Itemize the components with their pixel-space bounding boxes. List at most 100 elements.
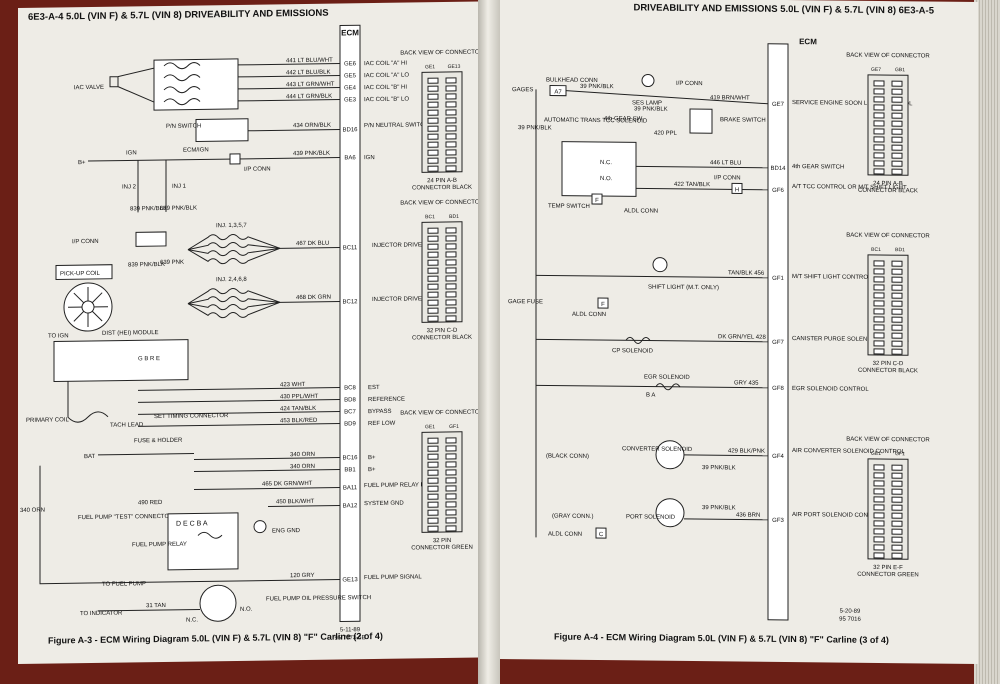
left-connectors-pin-l-1-1 [427,235,439,242]
inj-a-coils-coil-1 [187,242,281,251]
canister-pin: GF7 [772,340,784,346]
oil-switch-no: N.O. [240,607,253,613]
iac-pin-2: GE4 [344,85,357,91]
ses-wire2: 419 BRN/WHT [710,95,750,101]
iac-valve-body [153,58,239,111]
iac-wire-label-1: 442 LT BLU/BLK [286,70,330,77]
ses-wire1: 39 PNK/BLK [580,84,614,90]
port-pin: GF3 [772,518,784,524]
inj-b-coils-coil-0 [187,288,281,305]
iac-valve-symbol [109,67,155,103]
tcc-function: A/T TCC CONTROL OR M/T SHIFT LIGHT [792,184,907,191]
left-connectors-pin-l-0-8 [427,141,439,148]
right-connectors-pin-l-2-6 [873,512,885,519]
right-connectors-pin-r-0-9 [891,152,903,159]
left-connectors-pin-r-2-5 [445,477,457,484]
fuel-gnd-wire [268,505,340,508]
right-connectors-pin-r-1-8 [891,324,903,331]
gear-switch-wire [636,165,768,169]
right-connectors-pin-r-1-11 [891,348,903,355]
aldl-bottom-box [595,527,607,539]
tach-lead-label: TACH LEAD [110,422,144,428]
connector-name-line: CONNECTOR BLACK [858,188,918,195]
right-connectors-top-b-2: GF1 [895,451,905,457]
left-connectors-pin-l-2-7 [427,493,439,500]
ign-pin: BA6 [344,155,356,161]
right-connectors-pin-r-1-6 [891,308,903,315]
right-connectors-pin-r-2-0 [891,464,903,471]
converter-function: AIR CONVERTER SOLENOID CONTROL [792,448,906,455]
left-connectors-pin-l-2-10 [427,517,439,524]
pickup-coil-box [55,264,113,280]
left-connectors-pin-l-0-7 [427,133,439,140]
left-connectors-pin-r-0-10 [445,157,457,164]
port-function: AIR PORT SOLENOID CONTROL [792,512,884,519]
right-page: DRIVEABILITY AND EMISSIONS 5.0L (VIN F) … [488,0,978,665]
right-connectors-pin-l-0-4 [873,112,885,119]
tcc-pin: GF6 [772,188,784,194]
iac-function-1: IAC COIL "A" LO [364,73,409,80]
right-connectors-pin-r-2-5 [891,504,903,511]
fuel-signal-wire [88,579,340,584]
left-connectors-top-a-1: BC1 [425,214,435,220]
iac-wire-1 [238,75,340,78]
right-connectors-pin-r-2-11 [891,552,903,559]
ign-label: IGN [126,150,137,156]
hei-wire-label-1: 430 PPL/WHT [280,394,319,401]
gages-label: GAGES [512,87,533,93]
iac-pin-0: GE6 [344,61,357,67]
left-connectors-pin-r-1-2 [445,243,457,250]
ign-function: IGN [364,155,375,161]
power-wire-label-0: 340 ORN [290,452,315,458]
inj-a-coils-coil-3 [187,247,281,265]
tcc-ip-pin: H [735,187,739,193]
left-footer-date: 5-11-89 [340,627,361,633]
left-connectors-view-1: BACK VIEW OF CONNECTOR [400,199,484,206]
left-connectors-pin-r-0-7 [445,133,457,140]
left-connectors-pin-r-2-3 [445,461,457,468]
left-connectors-pin-l-2-3 [427,461,439,468]
left-connectors-pin-r-2-7 [445,493,457,500]
inj-a-coils-coil-0 [187,234,281,251]
iac-wire-label-2: 443 LT GRN/WHT [286,82,335,89]
to-ign-label: TO IGN [48,333,69,339]
left-connectors-pin-l-1-5 [427,267,439,274]
pn-switch-label: P/N SWITCH [166,123,201,129]
connector-name-line: 24 PIN A-B [427,178,457,184]
left-connectors-name-2: 32 PINCONNECTOR GREEN [411,538,473,552]
ign-ip-conn-box [229,153,241,165]
hei-wire-label-2: 424 TAN/BLK [280,406,316,413]
ses-ip-conn: I/P CONN [676,81,703,87]
left-connectors-pin-l-1-2 [427,243,439,250]
right-connectors-pin-r-1-9 [891,332,903,339]
shift-function: M/T SHIFT LIGHT CONTROL [792,274,872,281]
right-connectors-pin-l-0-0 [873,80,885,87]
left-connectors-pin-r-2-10 [445,517,457,524]
ip-conn-gb [135,231,167,247]
left-connectors-pin-r-2-11 [445,525,457,532]
iac-wire-label-0: 441 LT BLU/WHT [286,58,333,65]
right-page-caption: Figure A-4 - ECM Wiring Diagram 5.0L (VI… [554,631,889,646]
fuel-gnd-wire-label: 450 BLK/WHT [276,499,315,506]
iac-function-2: IAC COIL "B" HI [364,85,407,92]
left-connectors-pin-l-2-4 [427,469,439,476]
fuel-drive-wire-label: 465 DK GRN/WHT [262,481,313,488]
left-connectors-top-b-2: GF1 [449,424,459,430]
right-footer-code: 95 7016 [839,617,861,623]
ign-ip-conn: I/P CONN [244,166,271,172]
shift-light-label: SHIFT LIGHT (M.T. ONLY) [648,285,719,292]
right-connectors-pin-l-2-7 [873,520,885,527]
left-connectors-pin-l-0-1 [427,85,439,92]
left-connectors-pin-l-0-9 [427,149,439,156]
egr-wire-label: GRY 435 [734,380,759,386]
hei-wire-0 [138,387,340,391]
tcc-aldl-label: ALDL CONN [624,208,658,214]
connector-name-line: CONNECTOR BLACK [412,335,472,342]
power-pin-0: BC16 [342,455,358,461]
power-wire-0 [194,457,340,461]
left-connectors-pin-l-0-10 [427,157,439,164]
right-connectors-pin-r-2-8 [891,528,903,535]
converter-pin: GF4 [772,454,784,460]
ign-wire [88,157,340,162]
